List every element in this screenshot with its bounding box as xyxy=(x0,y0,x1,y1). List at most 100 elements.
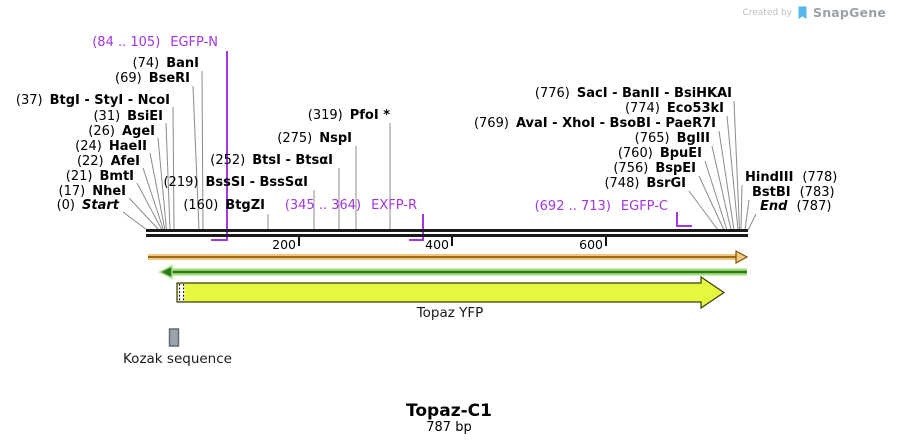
site-position: (21) xyxy=(65,169,93,184)
site-label-bsiei[interactable]: (31)BsiEI xyxy=(93,110,163,124)
leader-line xyxy=(136,182,163,231)
site-label-eco53ki[interactable]: (774)Eco53kI xyxy=(625,102,724,116)
topaz-yfp-shape xyxy=(176,275,726,310)
site-name: Start xyxy=(82,198,119,213)
site-position: (774) xyxy=(624,101,660,116)
site-label-bseri[interactable]: (69) BseRI xyxy=(115,72,190,86)
site-label-btgzi[interactable]: (160)BtgZI xyxy=(183,199,265,213)
axis-bottom-line xyxy=(146,234,748,237)
tick-label-600: 600 xyxy=(579,237,603,252)
leader-line xyxy=(192,85,200,231)
site-label-saci-banii-bsihkai[interactable]: (776)SacI - BanII - BsiHKAI xyxy=(535,87,732,101)
primer-bracket-exfp-r[interactable] xyxy=(409,214,424,241)
primer-bracket-egfp-c[interactable] xyxy=(676,212,692,227)
site-position: (160) xyxy=(183,198,219,213)
site-label-bmti[interactable]: (21) BmtI xyxy=(66,170,134,184)
site-name: BglII xyxy=(676,131,710,146)
site-label-haeii[interactable]: (24)HaeII xyxy=(75,140,147,154)
site-name: AvaI - XhoI - BsoBI - PaeR7I xyxy=(515,116,716,131)
leader-line xyxy=(744,199,750,231)
site-name: BmtI xyxy=(99,169,134,184)
leader-line xyxy=(747,213,757,231)
site-label-bsssi[interactable]: (219)BssSI - BssSαI xyxy=(163,176,308,190)
site-position: (783) xyxy=(799,185,835,200)
site-name: HaeII xyxy=(108,139,147,154)
leader-line xyxy=(698,175,725,231)
primer-label-egfp-c[interactable]: (692 .. 713) EGFP-C xyxy=(535,200,668,214)
site-name: BsiEI xyxy=(127,109,163,124)
leader-line xyxy=(688,190,719,231)
site-position: (17) xyxy=(58,184,86,199)
site-label-bstbi[interactable]: BstBI (783) xyxy=(752,186,835,200)
site-position: (69) xyxy=(115,71,142,86)
plasmid-title: Topaz-C1 xyxy=(406,401,492,421)
site-name: SacI - BanII - BsiHKAI xyxy=(576,86,732,101)
primer-label-exfp-r[interactable]: (345 .. 364) EXFP-R xyxy=(285,199,417,213)
site-label-btgi-styi-ncoi[interactable]: (37)BtgI - StyI - NcoI xyxy=(16,94,170,108)
reverse-orf-arrowhead xyxy=(158,264,173,280)
site-label-agei[interactable]: (26)AgeI xyxy=(88,125,155,139)
site-position: (345 .. 364) xyxy=(284,198,362,213)
snapgene-watermark: Created by SnapGene xyxy=(742,5,886,20)
kozak-feature-box[interactable] xyxy=(168,328,180,347)
site-position: (769) xyxy=(473,116,509,131)
site-label-start[interactable]: (0) Start xyxy=(57,199,119,213)
site-name: BseRI xyxy=(148,71,190,86)
leader-line xyxy=(718,130,735,231)
site-label-bani[interactable]: (74)BanI xyxy=(133,57,199,71)
leader-line xyxy=(726,115,739,231)
leader-line xyxy=(172,106,175,231)
leader-line xyxy=(157,137,167,231)
brand-name-text: SnapGene xyxy=(813,5,886,20)
site-name: NheI xyxy=(92,184,126,199)
site-position: (748) xyxy=(604,176,640,191)
site-name: End xyxy=(760,199,788,214)
site-label-nhei[interactable]: (17) NheI xyxy=(59,185,126,199)
site-label-hindiii[interactable]: HindIII(778) xyxy=(745,171,837,185)
site-label-nspi[interactable]: (275) NspI xyxy=(277,132,352,146)
site-name: BstBI xyxy=(752,185,791,200)
primer-bracket-egfp-n[interactable] xyxy=(211,51,228,241)
site-position: (319) xyxy=(307,108,343,123)
site-label-pfoi[interactable]: (319)PfoI * xyxy=(308,109,390,123)
leader-line xyxy=(149,152,166,231)
site-name: BtsI - BtsαI xyxy=(252,153,333,168)
reverse-orf-arrow[interactable] xyxy=(158,264,747,280)
site-position: (0) xyxy=(56,198,76,213)
site-name: BsrGI xyxy=(646,176,686,191)
site-position: (84 .. 105) xyxy=(92,35,161,50)
site-label-bpuei[interactable]: (760) BpuEI xyxy=(618,147,702,161)
tick-label-400: 400 xyxy=(425,237,449,252)
site-name: BspEI xyxy=(655,161,696,176)
primer-label-egfp-n[interactable]: (84 .. 105)EGFP-N xyxy=(92,36,218,50)
leader-line xyxy=(733,100,740,231)
site-label-end[interactable]: End(787) xyxy=(760,200,831,214)
site-label-afei[interactable]: (22)AfeI xyxy=(77,155,140,169)
site-position: (692 .. 713) xyxy=(534,199,611,214)
forward-orf-arrow[interactable] xyxy=(148,249,749,265)
site-label-avai-xhoi-bsobi-paer7i[interactable]: (769) AvaI - XhoI - BsoBI - PaeR7I xyxy=(474,117,716,131)
site-label-btsi[interactable]: (252)BtsI - BtsαI xyxy=(210,154,333,168)
topaz-yfp-feature-arrow[interactable] xyxy=(176,275,726,310)
leader-line xyxy=(201,70,204,231)
axis-top-line xyxy=(146,229,748,232)
primer-marks xyxy=(211,51,692,241)
site-name: EGFP-C xyxy=(620,199,668,214)
site-position: (26) xyxy=(88,124,115,139)
site-position: (756) xyxy=(613,161,649,176)
leader-line xyxy=(704,160,728,231)
sequence-axis xyxy=(146,229,748,246)
site-name: BpuEI xyxy=(659,146,702,161)
site-name: BtgI - StyI - NcoI xyxy=(49,93,170,108)
site-label-bspei[interactable]: (756) BspEI xyxy=(613,162,696,176)
site-name: AfeI xyxy=(110,154,140,169)
site-position: (760) xyxy=(617,146,653,161)
site-position: (275) xyxy=(277,131,313,146)
site-label-bsrgi[interactable]: (748) BsrGI xyxy=(604,177,686,191)
site-name: NspI xyxy=(319,131,352,146)
site-name: EXFP-R xyxy=(371,198,417,213)
site-label-bglii[interactable]: (765)BglII xyxy=(635,132,710,146)
site-name: HindIII xyxy=(745,170,794,185)
created-by-text: Created by xyxy=(742,7,792,18)
